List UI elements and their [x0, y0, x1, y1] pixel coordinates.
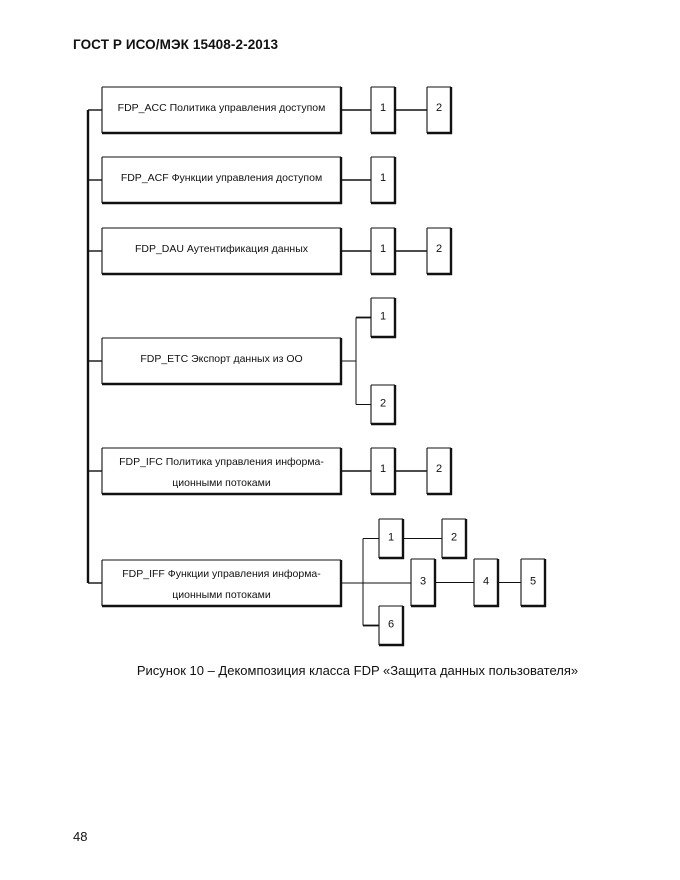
component-box [441, 518, 468, 560]
component-number: 1 [380, 102, 386, 114]
component-number: 1 [380, 243, 386, 255]
component-number: 1 [388, 532, 394, 544]
family-label: FDP_IFC Политика управления информа- [119, 456, 324, 468]
component-box [426, 447, 453, 496]
family-label: FDP_ACF Функции управления доступом [121, 172, 322, 184]
family-label: FDP_ETC Экспорт данных из ОО [140, 353, 302, 365]
component-number: 2 [451, 532, 457, 544]
component-box [426, 227, 453, 276]
component-box [378, 605, 405, 647]
component-number: 1 [380, 172, 386, 184]
component-box [473, 558, 500, 608]
component-number: 1 [380, 311, 386, 323]
component-box [520, 558, 547, 608]
component-number: 5 [530, 576, 536, 588]
figure-caption: Рисунок 10 – Декомпозиция класса FDP «За… [136, 663, 579, 678]
component-box [426, 86, 453, 135]
component-box [410, 558, 437, 608]
page-number: 48 [73, 829, 88, 844]
component-number: 1 [380, 463, 386, 475]
family-label: ционными потоками [172, 477, 271, 489]
component-box [370, 297, 397, 339]
family-label: FDP_IFF Функции управления информа- [122, 568, 321, 580]
family-label: FDP_ACC Политика управления доступом [118, 102, 326, 114]
component-number: 4 [483, 576, 489, 588]
family-box-fdp-acf [101, 156, 343, 205]
family-box-fdp-acc [101, 86, 343, 135]
component-number: 6 [388, 619, 394, 631]
component-box [378, 518, 405, 560]
document-header: ГОСТ Р ИСО/МЭК 15408-2-2013 [73, 37, 279, 52]
component-box [370, 156, 397, 205]
component-box [370, 384, 397, 426]
component-number: 2 [436, 463, 442, 475]
component-number: 2 [436, 102, 442, 114]
family-label: ционными потоками [172, 589, 271, 601]
component-number: 2 [436, 243, 442, 255]
family-label: FDP_DAU Аутентификация данных [135, 243, 309, 255]
component-number: 3 [420, 576, 426, 588]
component-number: 2 [380, 398, 386, 410]
family-box-fdp-etc [101, 337, 343, 386]
